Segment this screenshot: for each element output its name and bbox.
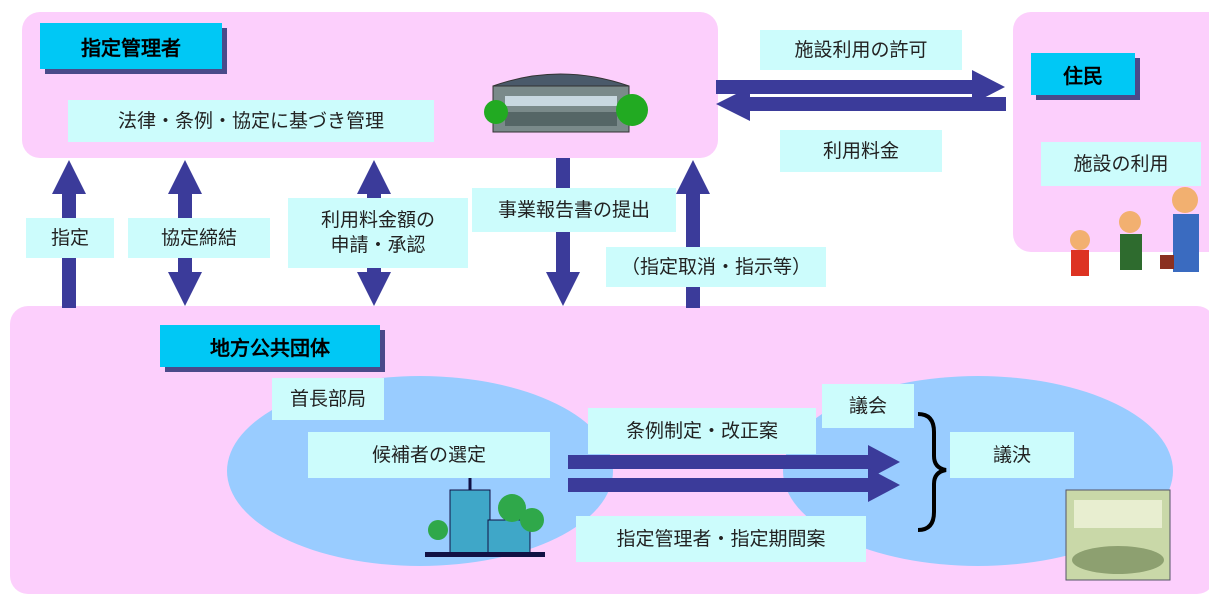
- facility-use-label: 施設の利用: [1041, 142, 1201, 186]
- executive-label: 首長部局: [272, 378, 384, 420]
- manager-duty-label: 法律・条例・協定に基づき管理: [68, 100, 434, 142]
- agreement-label: 協定締結: [128, 218, 270, 258]
- selection-label: 候補者の選定: [308, 432, 550, 478]
- ordinance-arrow-right: [568, 445, 900, 479]
- facility-building-icon: [484, 73, 648, 133]
- report-arrow-down: [546, 158, 580, 306]
- assembly-hall-icon: [1065, 489, 1171, 581]
- fee-arrow-left: [716, 87, 1006, 121]
- proposal-arrow-right: [568, 468, 900, 502]
- fee-approval-line2: 申請・承認: [330, 234, 426, 256]
- assembly-label: 議会: [822, 384, 914, 428]
- designation-label: 指定: [26, 218, 114, 258]
- resolution-label: 議決: [950, 432, 1074, 478]
- permission-label: 施設利用の許可: [760, 30, 962, 70]
- designated-manager-title: 指定管理者: [40, 23, 222, 69]
- cancel-label: （指定取消・指示等）: [606, 247, 826, 287]
- ordinance-label: 条例制定・改正案: [588, 408, 816, 454]
- residents-panel: [1013, 12, 1209, 252]
- fee-approval-label: 利用料金額の 申請・承認: [288, 198, 468, 268]
- proposal-label: 指定管理者・指定期間案: [576, 516, 866, 562]
- city-hall-icon: [425, 472, 545, 557]
- report-label: 事業報告書の提出: [472, 188, 676, 232]
- fee-approval-line1: 利用料金額の: [320, 209, 435, 232]
- local-government-title: 地方公共団体: [160, 325, 380, 367]
- residents-title: 住民: [1031, 53, 1135, 95]
- residents-people-icon: [1070, 187, 1199, 276]
- permission-arrow-right: [716, 70, 1005, 104]
- fee-label: 利用料金: [780, 130, 942, 172]
- brace: [917, 412, 947, 532]
